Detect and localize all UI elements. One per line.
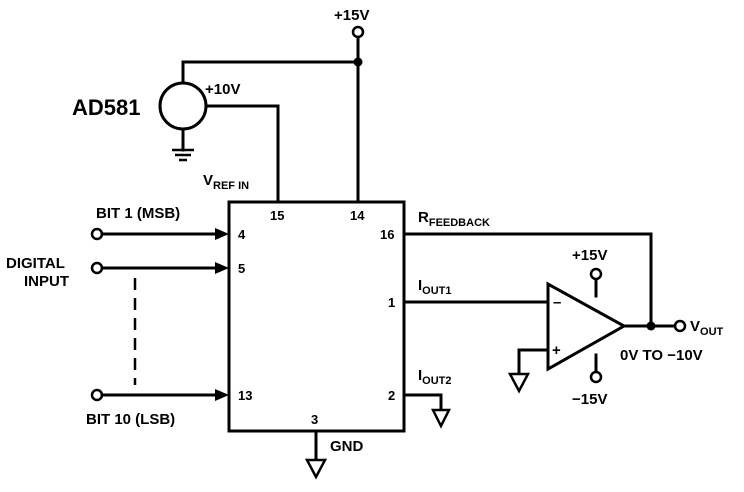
pin-15: 15 [270,208,284,223]
wire-opamp-plus-input [517,348,550,374]
opamp-plus15-terminal [589,267,603,281]
ground-icon-gnd [304,458,328,480]
label-vref: VREF IN [203,172,249,192]
pin-3: 3 [311,412,318,427]
label-input: INPUT [24,273,69,290]
pin-2: 2 [388,388,395,403]
label-opamp-minus-input: – [553,294,561,311]
arrow-bit2 [215,262,229,274]
arrow-bit1 [215,228,229,240]
opamp-minus15-terminal [589,370,603,384]
ground-icon-iout2 [430,408,452,429]
arrow-bit10 [215,389,229,401]
pin-16: 16 [380,227,394,242]
junction-dot-output [646,321,656,331]
label-bit1: BIT 1 (MSB) [96,205,180,222]
ground-icon-opamp [507,372,531,394]
ad581-reference-symbol [158,81,208,131]
wire-vref [204,104,280,204]
pin-5: 5 [238,261,245,276]
label-opamp-plus15: +15V [572,247,607,264]
label-bit10: BIT 10 (LSB) [86,411,175,428]
label-rfeedback: RFEEDBACK [418,209,490,229]
label-vout: VOUT [690,318,724,338]
label-opamp-minus15: −15V [572,391,607,408]
pin-14: 14 [350,208,365,223]
label-ad581: AD581 [72,95,140,120]
opamp-symbol [546,281,628,372]
label-digital: DIGITAL [6,255,65,272]
pin-4: 4 [238,227,246,242]
vout-terminal [673,319,687,333]
dac-chip-body [227,200,406,433]
label-iout2: IOUT2 [418,367,452,387]
label-gnd: GND [330,438,364,455]
label-opamp-plus-input: + [552,342,561,359]
label-plus10: +10V [205,81,240,98]
label-plus15-top: +15V [334,7,369,24]
label-vout-range: 0V TO −10V [620,347,703,364]
wire-iout2 [402,393,443,410]
pin-1: 1 [388,295,395,310]
pin-13: 13 [238,388,252,403]
label-iout1: IOUT1 [418,277,452,297]
wire-rfeedback [402,232,653,328]
